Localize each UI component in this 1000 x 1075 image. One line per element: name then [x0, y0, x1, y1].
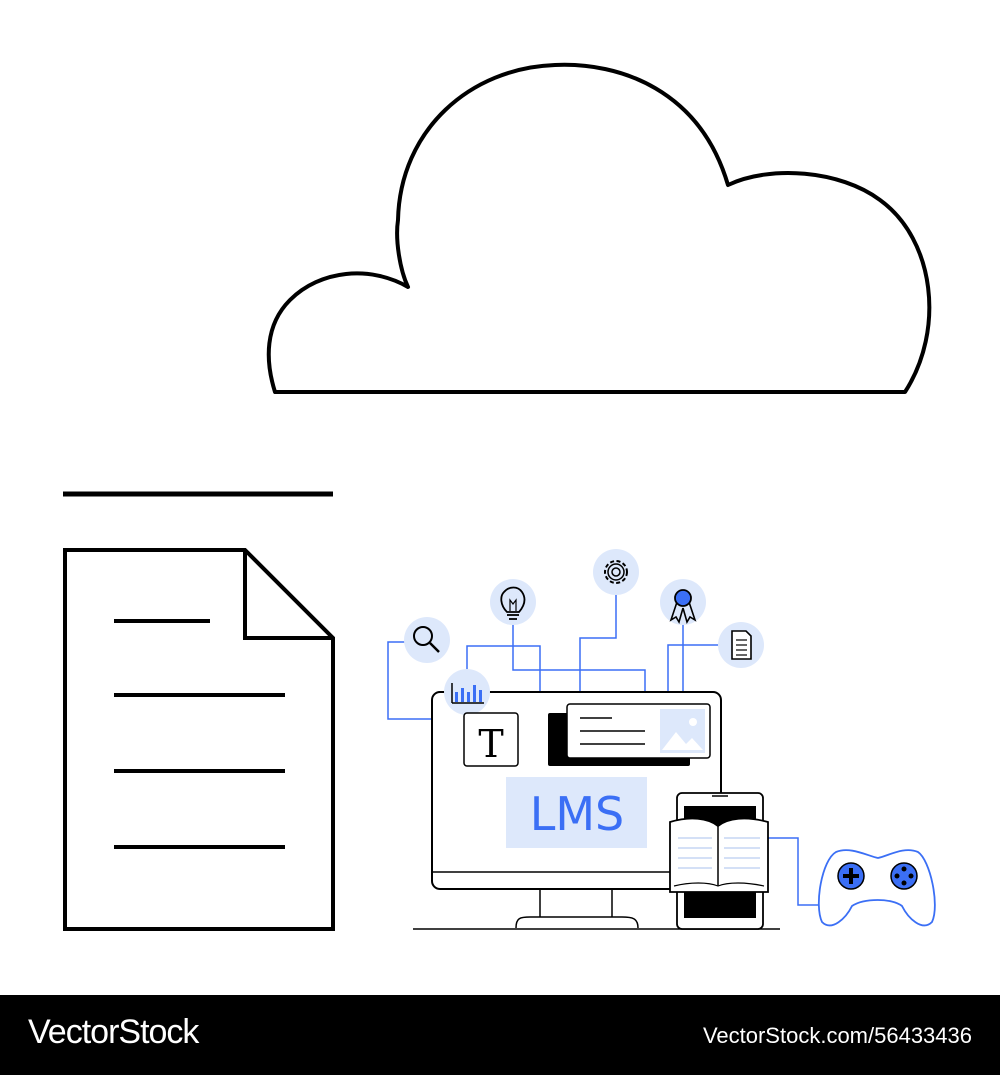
gamepad-icon [818, 849, 936, 927]
file-icon [718, 622, 764, 668]
search-icon [404, 617, 450, 663]
lightbulb-icon [490, 579, 536, 625]
lms-text: LMS [530, 787, 625, 841]
lms-label: LMS [506, 777, 647, 848]
watermark-footer: VectorStock VectorStock.com/56433436 [0, 995, 1000, 1075]
text-tool-icon: T [463, 712, 519, 767]
watermark-brand: VectorStock [28, 1013, 199, 1051]
bar-chart-icon [444, 669, 490, 715]
illustration: T LMS [63, 62, 936, 931]
document-icon [63, 548, 335, 931]
cloud-icon [266, 62, 932, 394]
connector-lines [387, 590, 822, 906]
gear-icon [593, 549, 639, 595]
watermark-image-id: VectorStock.com/56433436 [702, 1023, 972, 1048]
image-icon [660, 709, 705, 753]
text-tool-glyph: T [478, 722, 503, 766]
open-book-icon [669, 817, 769, 893]
award-ribbon-icon [660, 579, 706, 625]
